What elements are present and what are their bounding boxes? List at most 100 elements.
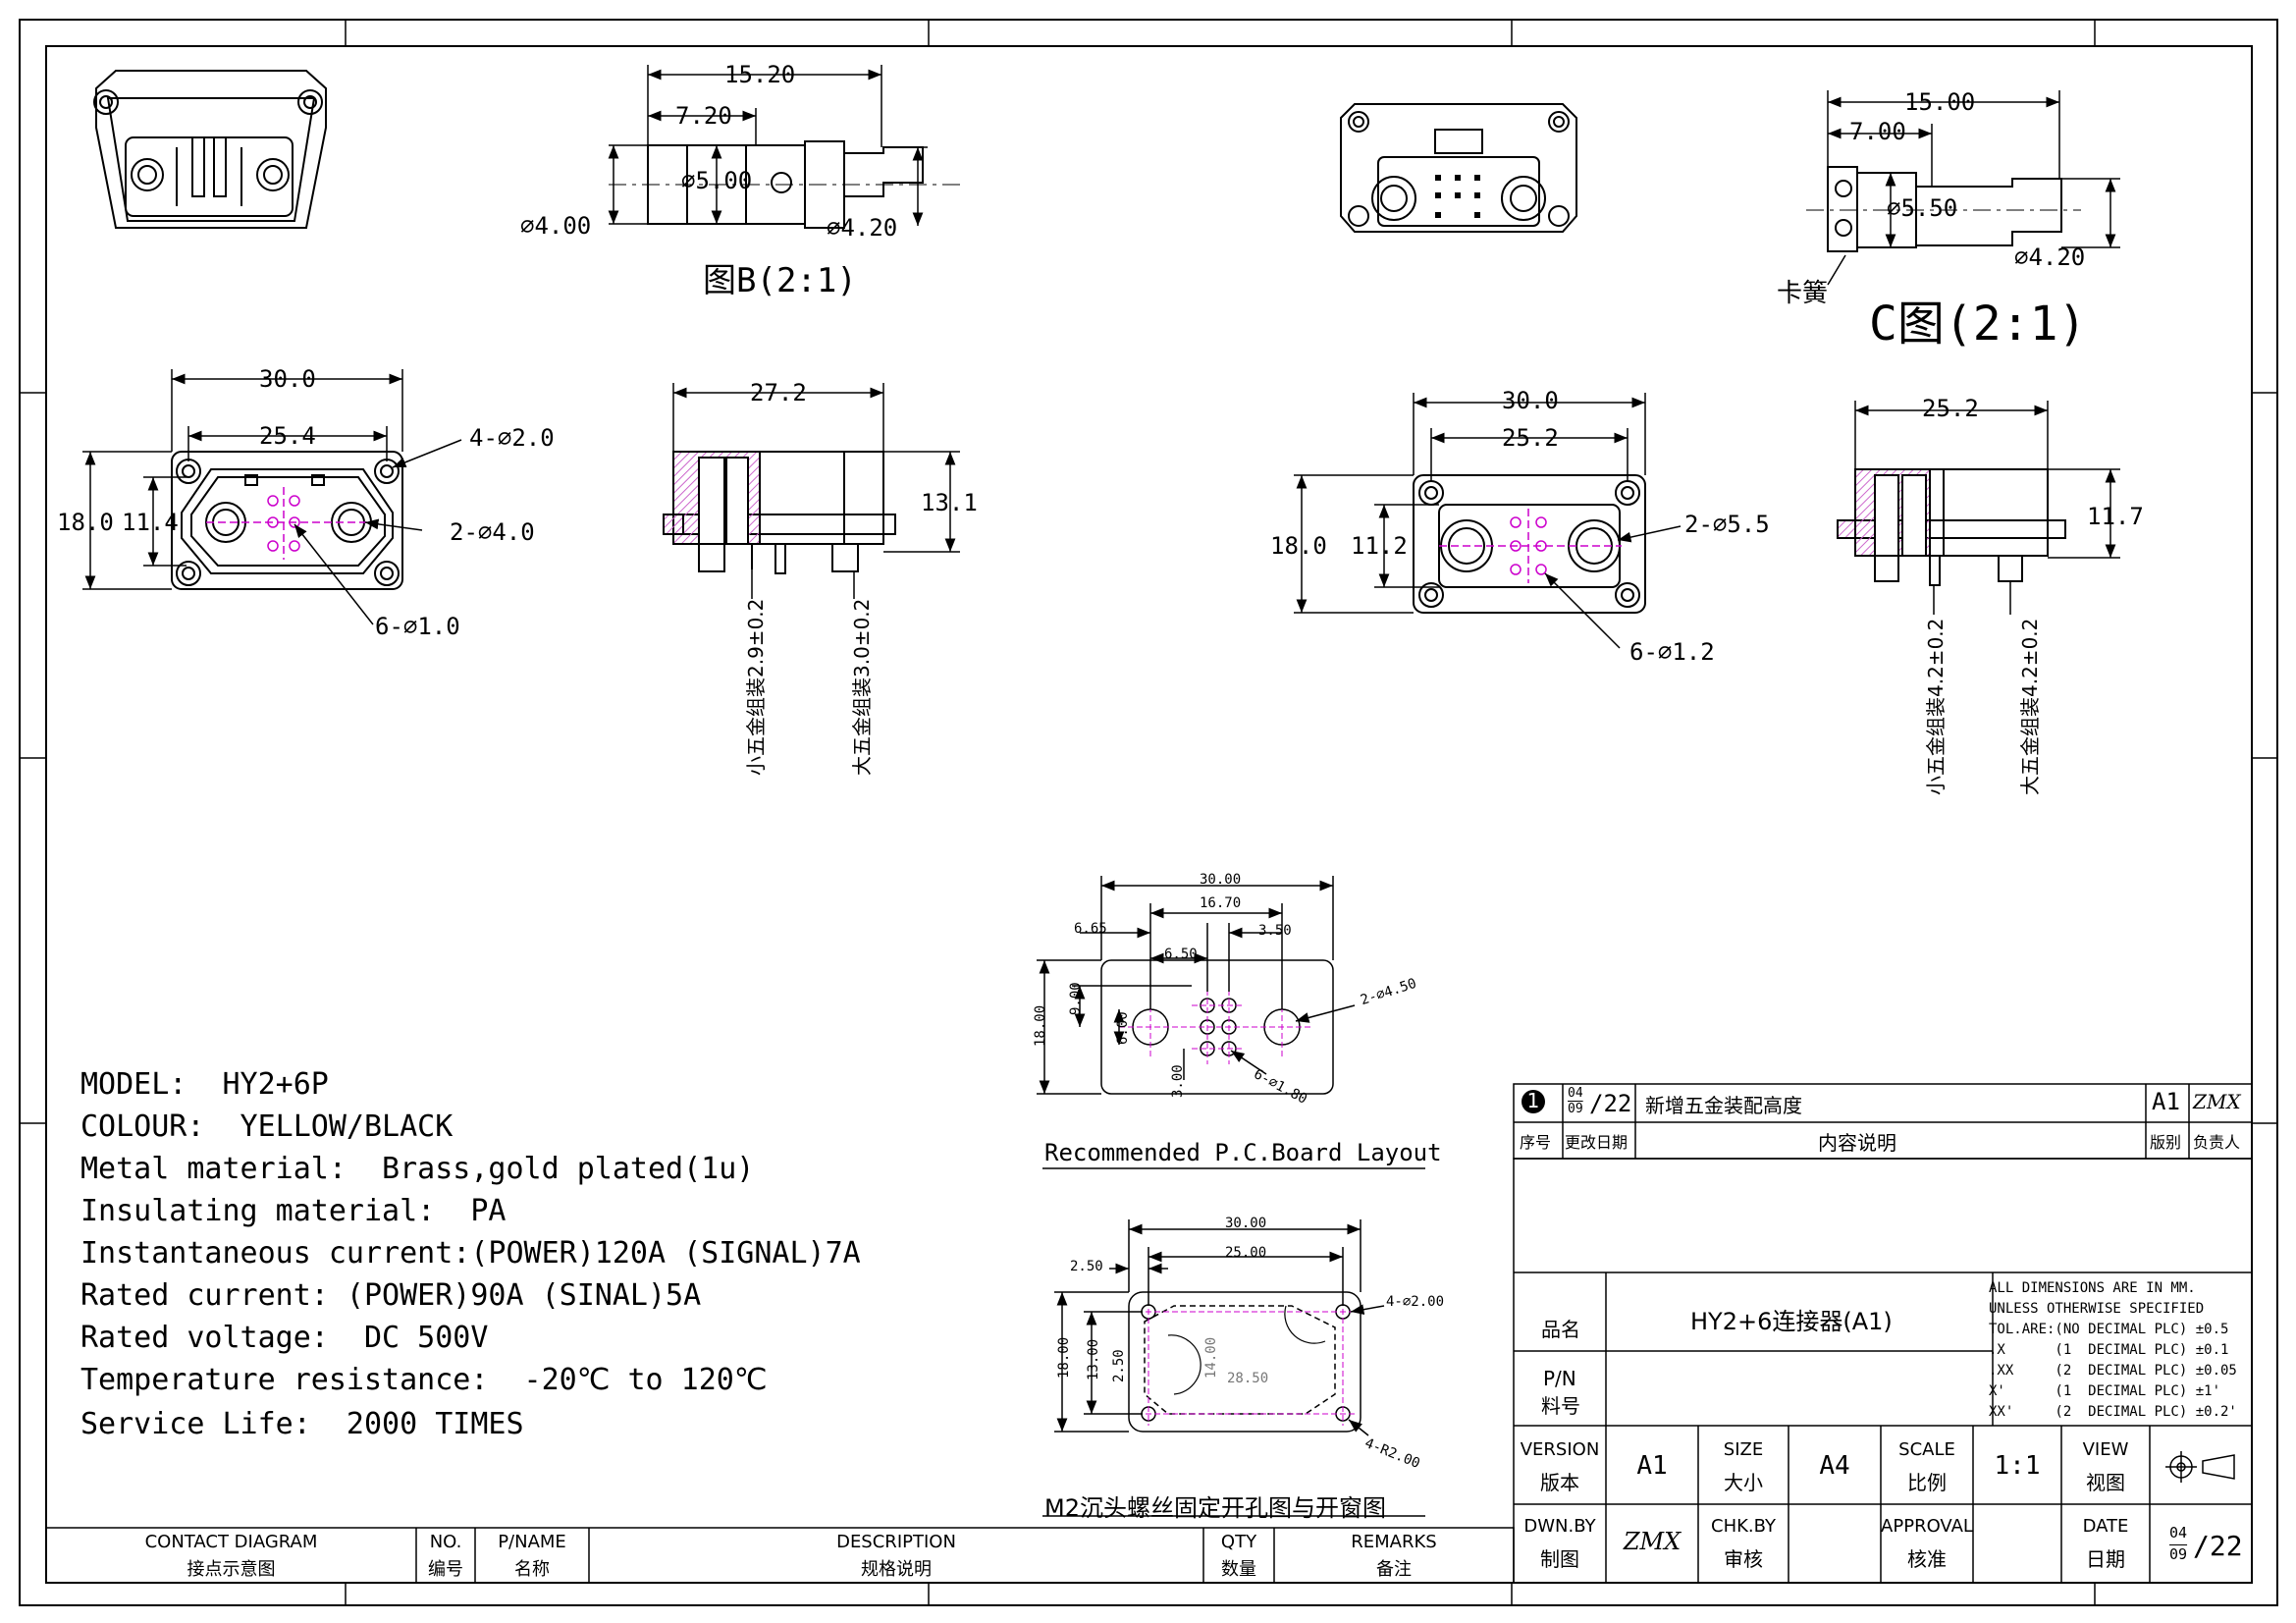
bom-desc-en: DESCRIPTION <box>836 1532 956 1552</box>
dim-p-30: 30.00 <box>1200 872 1242 888</box>
dim-m-1400: 14.00 <box>1203 1336 1219 1379</box>
revision-number: 1 <box>1526 1089 1540 1112</box>
tb-chk-cn: 审核 <box>1724 1547 1763 1571</box>
front-view-left-dims <box>82 369 462 625</box>
revision-size: A1 <box>2152 1088 2180 1115</box>
front-view-left <box>171 451 403 590</box>
panel-cutout <box>1054 1219 1385 1436</box>
front-view-right-dims <box>1294 393 1682 649</box>
bom-remarks-cn: 备注 <box>1376 1559 1412 1580</box>
dim-b-d5: ⌀5.00 <box>681 167 753 194</box>
dim-l-signal: 6-⌀1.0 <box>375 613 460 640</box>
dim-l-w254: 25.4 <box>259 422 316 450</box>
revision-signature: ZMX <box>2193 1090 2241 1113</box>
dim-l-w30: 30.0 <box>259 365 316 393</box>
dim-m-250: 2.50 <box>1070 1259 1103 1274</box>
bom-strip <box>45 1527 1515 1584</box>
tb-view-cn: 视图 <box>2086 1471 2125 1494</box>
tb-pn-label-cn: 料号 <box>1541 1394 1580 1418</box>
bom-no-en: NO. <box>429 1532 462 1552</box>
revision-date-top: 04 <box>1568 1086 1583 1101</box>
tb-name-label: 品名 <box>1541 1318 1580 1341</box>
tb-tolerance-line: .X (1 DECIMAL PLC) ±0.1 <box>1989 1342 2229 1358</box>
dim-b-d42: ⌀4.20 <box>827 214 898 242</box>
dim-b-half: 7.20 <box>675 102 732 130</box>
bom-contact-cn: 接点示意图 <box>187 1559 276 1580</box>
tb-version-cn: 版本 <box>1540 1471 1579 1494</box>
revision-hdr-date: 更改日期 <box>1565 1133 1629 1152</box>
tb-dwn-value: ZMX <box>1623 1528 1682 1555</box>
spec-metal: Metal material: Brass,gold plated(1u) <box>80 1152 755 1186</box>
bom-remarks-en: REMARKS <box>1351 1532 1437 1552</box>
tb-scale-en: SCALE <box>1898 1439 1955 1460</box>
tb-version-value: A1 <box>1636 1451 1668 1481</box>
tb-name-value: HY2+6连接器(A1) <box>1690 1308 1893 1335</box>
dim-s2-height: 11.7 <box>2087 503 2144 530</box>
dim-m-1300: 13.00 <box>1086 1338 1101 1380</box>
dim-m-1800: 18.00 <box>1056 1336 1072 1379</box>
dim-s2-width: 25.2 <box>1922 395 1979 422</box>
tb-approval-en: APPROVAL <box>1881 1516 1973 1537</box>
revision-hdr-version: 版别 <box>2150 1133 2182 1152</box>
dim-p-300: 3.00 <box>1170 1064 1186 1098</box>
spec-instantaneous: Instantaneous current:(POWER)120A (SIGNA… <box>80 1236 861 1271</box>
dim-r-w252: 25.2 <box>1502 424 1559 452</box>
dim-s1-height: 13.1 <box>921 489 978 516</box>
tb-dwn-cn: 制图 <box>1540 1547 1579 1571</box>
title-block-grid <box>1513 1158 2253 1584</box>
dim-m-25: 25.00 <box>1225 1245 1267 1261</box>
tb-tolerance-line: UNLESS OTHERWISE SPECIFIED <box>1989 1301 2205 1317</box>
revision-block <box>1513 1083 2253 1160</box>
dim-p-665: 6.65 <box>1074 921 1107 937</box>
side-view-left-dims <box>672 383 960 599</box>
dim-m-30: 30.00 <box>1225 1216 1267 1231</box>
tb-tolerance-line: .XX (2 DECIMAL PLC) ±0.05 <box>1989 1363 2237 1379</box>
dim-p-650: 6.50 <box>1164 947 1198 962</box>
dim-r-h112: 11.2 <box>1351 532 1408 560</box>
dim-p-350: 3.50 <box>1258 923 1292 939</box>
bom-pname-cn: 名称 <box>514 1559 550 1580</box>
tb-scale-value: 1:1 <box>1994 1451 2041 1481</box>
tb-size-en: SIZE <box>1723 1439 1764 1460</box>
spec-model: MODEL: HY2+6P <box>80 1067 329 1102</box>
dim-p-600: 6.00 <box>1115 1011 1131 1045</box>
bom-contact-en: CONTACT DIAGRAM <box>144 1532 318 1552</box>
dim-s1-small: 小五金组装2.9±0.2 <box>744 598 768 776</box>
dim-c-spring: 卡簧 <box>1777 279 1829 308</box>
dim-p-1670: 16.70 <box>1200 895 1242 911</box>
dim-s2-big: 大五金组装4.2±0.2 <box>2018 618 2042 795</box>
view-b-dims <box>608 65 928 226</box>
tb-date-year: /22 <box>2193 1530 2243 1562</box>
dim-m-250v: 2.50 <box>1111 1349 1127 1382</box>
spec-service-life: Service Life: 2000 TIMES <box>80 1407 524 1441</box>
tb-view-en: VIEW <box>2082 1439 2129 1460</box>
connector-iso-view-right <box>1340 103 1577 233</box>
tb-version-en: VERSION <box>1520 1439 1600 1460</box>
dim-s1-width: 27.2 <box>750 379 807 406</box>
spec-temperature: Temperature resistance: -20℃ to 120℃ <box>80 1363 768 1397</box>
view-c-dims <box>1827 90 2120 286</box>
tb-date-en: DATE <box>2082 1516 2129 1537</box>
dim-c-length: 15.00 <box>1904 88 1976 116</box>
pcb-layout <box>1037 876 1356 1095</box>
revision-hdr-no: 序号 <box>1520 1133 1552 1152</box>
dim-l-power: 2-⌀4.0 <box>450 518 535 546</box>
dim-b-length: 15.20 <box>724 61 796 88</box>
tb-size-value: A4 <box>1819 1451 1850 1481</box>
side-view-right-dims <box>1854 401 2120 615</box>
dim-c-d55: ⌀5.50 <box>1887 194 1958 222</box>
dim-r-h18: 18.0 <box>1270 532 1327 560</box>
view-projection-icon <box>2165 1451 2235 1483</box>
title-underlines <box>1042 1167 1425 1517</box>
spec-rated-current: Rated current: (POWER)90A (SINAL)5A <box>80 1278 702 1313</box>
bom-qty-cn: 数量 <box>1221 1559 1256 1580</box>
side-view-left <box>663 451 896 574</box>
revision-description: 新增五金装配高度 <box>1645 1094 1802 1117</box>
tb-tolerance-line: X' (1 DECIMAL PLC) ±1' <box>1989 1383 2221 1399</box>
dim-l-h18: 18.0 <box>57 509 114 536</box>
view-c-title: C图(2:1) <box>1869 297 2087 352</box>
connector-iso-view-left <box>93 70 327 229</box>
dim-r-w30: 30.0 <box>1502 387 1559 414</box>
view-c-contact <box>1806 166 2081 252</box>
tb-date-cn: 日期 <box>2086 1547 2125 1571</box>
